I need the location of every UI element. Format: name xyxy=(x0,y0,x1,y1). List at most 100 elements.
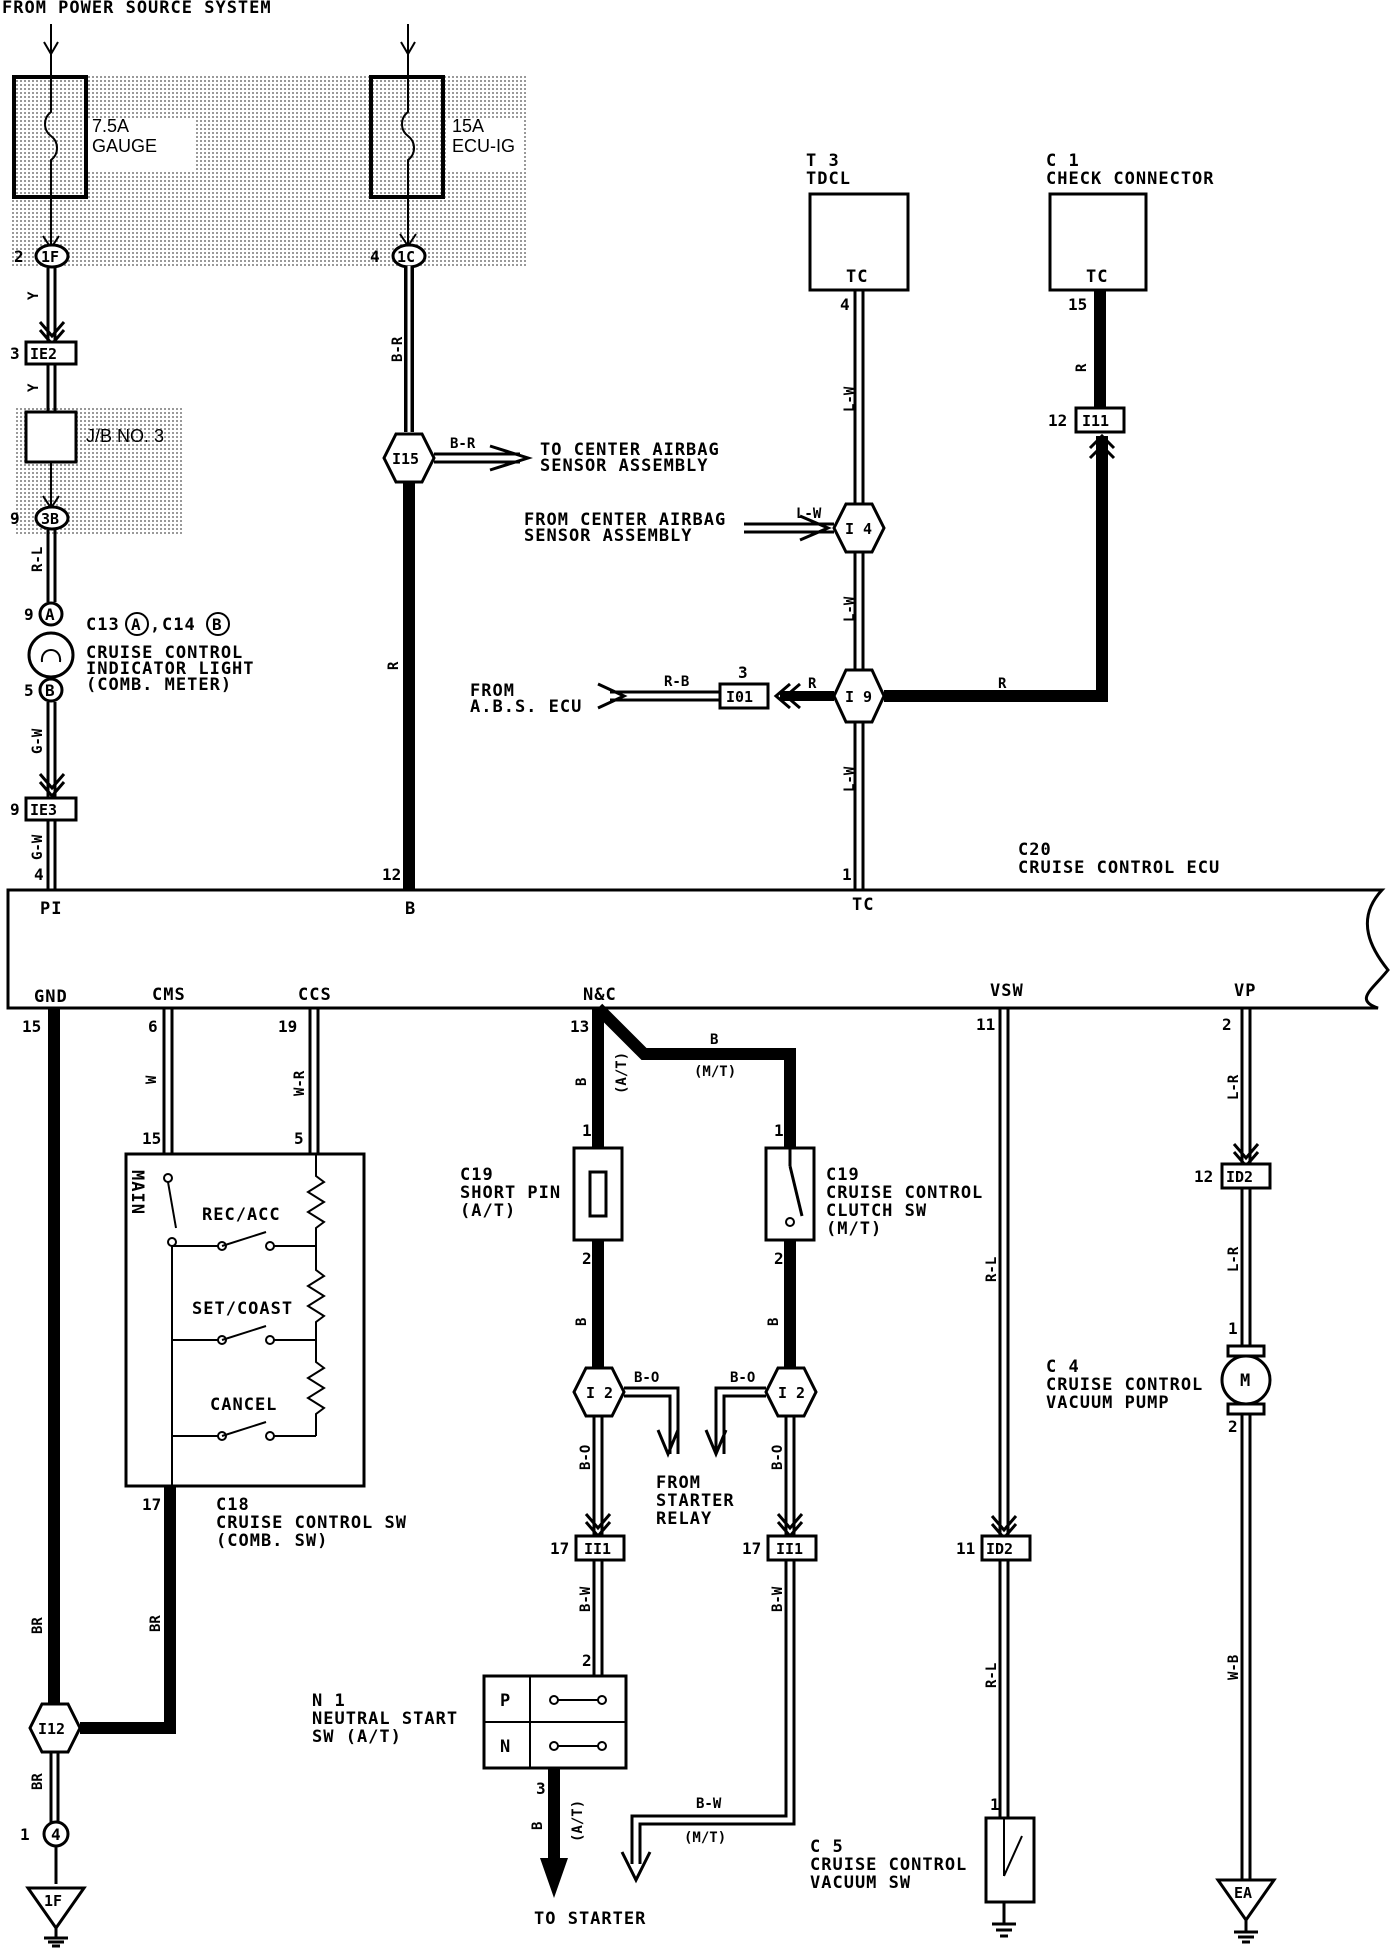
diagram-label: 12 xyxy=(382,865,401,884)
diagram-label: 3 xyxy=(738,663,748,682)
diagram-label: A xyxy=(45,605,55,624)
connector-ii1-right: II1 17 xyxy=(742,1534,818,1562)
diagram-label: CRUISE CONTROL xyxy=(810,1855,967,1875)
diagram-label: B-R xyxy=(390,336,406,362)
diagram-label: 2 xyxy=(1222,1015,1232,1034)
diagram-label: I 2 xyxy=(778,1384,805,1402)
diagram-label: 12 xyxy=(1048,411,1067,430)
diagram-label: 17 xyxy=(142,1495,161,1514)
diagram-label: I01 xyxy=(726,688,753,706)
diagram-label: CRUISE CONTROL xyxy=(86,643,243,663)
diagram-label: CRUISE CONTROL xyxy=(1046,1375,1203,1395)
cruise-control-ecu: C20 CRUISE CONTROL ECU PI B TC GND CMS C… xyxy=(6,840,1390,1010)
diagram-label: 4 xyxy=(34,865,44,884)
diagram-label: CMS xyxy=(152,985,186,1005)
diagram-label: 15 xyxy=(1068,295,1087,314)
diagram-label: G-W xyxy=(30,728,46,754)
diagram-label: CCS xyxy=(298,985,332,1005)
diagram-label: R xyxy=(808,676,817,692)
diagram-label: I12 xyxy=(38,1720,65,1738)
diagram-label: SHORT PIN xyxy=(460,1183,561,1203)
diagram-label: (M/T) xyxy=(694,1064,736,1080)
tdcl-t3: T 3 TDCL TC 4 xyxy=(806,151,910,314)
diagram-label: 2 xyxy=(774,1249,784,1268)
diagram-label: B-O xyxy=(634,1370,659,1386)
connector-ii1-left: II1 17 xyxy=(550,1534,626,1562)
neutral-start-switch-n1: P N N 1 NEUTRAL START SW (A/T) 3 xyxy=(312,1674,628,1798)
diagram-label: 1F xyxy=(44,1892,62,1910)
diagram-label: C13 xyxy=(86,615,120,635)
diagram-label: B xyxy=(574,1318,590,1326)
diagram-label: B-W xyxy=(770,1586,786,1612)
diagram-label: 2 xyxy=(1228,1417,1238,1436)
ground-connector-4: 4 1 xyxy=(20,1820,70,1848)
diagram-label: 15A xyxy=(452,116,484,136)
diagram-label: R-B xyxy=(664,674,689,690)
diagram-label: M xyxy=(1240,1371,1251,1391)
diagram-label: CHECK CONNECTOR xyxy=(1046,169,1215,189)
diagram-label: 2 xyxy=(14,247,24,266)
diagram-label: FROM xyxy=(656,1473,701,1493)
diagram-label: 15 xyxy=(142,1129,161,1148)
diagram-label: I 2 xyxy=(586,1384,613,1402)
diagram-label: (A/T) xyxy=(570,1800,586,1842)
diagram-label: J/B NO. 3 xyxy=(86,426,164,446)
diagram-label: 3 xyxy=(10,344,20,363)
connector-ie2: IE2 3 xyxy=(10,340,78,366)
diagram-label: C19 xyxy=(460,1165,494,1185)
diagram-label: , xyxy=(150,615,161,635)
diagram-label: VACUUM PUMP xyxy=(1046,1393,1170,1413)
diagram-label: W-R xyxy=(292,1070,308,1096)
diagram-label: TO CENTER AIRBAG xyxy=(540,440,720,460)
diagram-label: I15 xyxy=(392,450,419,468)
diagram-label: SENSOR ASSEMBLY xyxy=(524,526,693,546)
diagram-label: (M/T) xyxy=(826,1219,882,1239)
diagram-label: 4 xyxy=(840,295,850,314)
diagram-label: FROM CENTER AIRBAG xyxy=(524,510,726,530)
diagram-label: B xyxy=(212,615,222,634)
diagram-label: B-O xyxy=(730,1370,755,1386)
diagram-label: 5 xyxy=(24,681,34,700)
diagram-label: 4 xyxy=(370,247,380,266)
diagram-label: 11 xyxy=(956,1539,975,1558)
diagram-label: 13 xyxy=(570,1017,589,1036)
diagram-label: STARTER xyxy=(656,1491,735,1511)
diagram-label: 1C xyxy=(397,248,415,266)
diagram-label: 1 xyxy=(582,1121,592,1140)
diagram-label: (M/T) xyxy=(684,1830,726,1846)
diagram-label: P xyxy=(500,1691,511,1711)
diagram-label: G-W xyxy=(30,834,46,860)
connector-i9: I 9 xyxy=(832,668,886,724)
diagram-label: B xyxy=(710,1032,718,1048)
diagram-label: C 5 xyxy=(810,1837,844,1857)
connector-i15: I15 xyxy=(382,432,436,484)
connector-i4: I 4 xyxy=(832,502,886,554)
diagram-label: L-W xyxy=(842,596,858,622)
diagram-label: B-R xyxy=(450,436,476,452)
diagram-label: W-B xyxy=(1226,1655,1242,1680)
diagram-label: NEUTRAL START xyxy=(312,1709,458,1729)
diagram-label: 11 xyxy=(976,1015,995,1034)
diagram-label: II1 xyxy=(584,1540,611,1558)
vacuum-switch-c5: 1 C 5 CRUISE CONTROL VACUUM SW xyxy=(810,1795,1036,1938)
diagram-label: Y xyxy=(26,383,42,392)
diagram-label: 17 xyxy=(550,1539,569,1558)
diagram-label: B-W xyxy=(696,1796,722,1812)
diagram-label: 19 xyxy=(278,1017,297,1036)
diagram-label: L-W xyxy=(842,766,858,792)
diagram-label: BR xyxy=(148,1615,164,1632)
diagram-label: 7.5A xyxy=(92,116,129,136)
check-connector-c1: C 1 CHECK CONNECTOR TC 15 xyxy=(1046,151,1215,314)
ground-1f: 1F xyxy=(25,1886,87,1948)
diagram-label: 4 xyxy=(51,1825,61,1844)
short-pin-c19: 1 2 C19 SHORT PIN (A/T) xyxy=(460,1121,624,1268)
diagram-label: SET/COAST xyxy=(192,1299,293,1319)
diagram-label: I 4 xyxy=(845,520,872,538)
diagram-label: INDICATOR LIGHT xyxy=(86,659,255,679)
diagram-label: GAUGE xyxy=(92,136,157,156)
diagram-label: VP xyxy=(1234,981,1256,1001)
diagram-label: PI xyxy=(40,899,62,919)
diagram-label: 6 xyxy=(148,1017,158,1036)
diagram-label: R xyxy=(386,661,402,670)
connector-i11: I11 12 xyxy=(1048,406,1126,434)
